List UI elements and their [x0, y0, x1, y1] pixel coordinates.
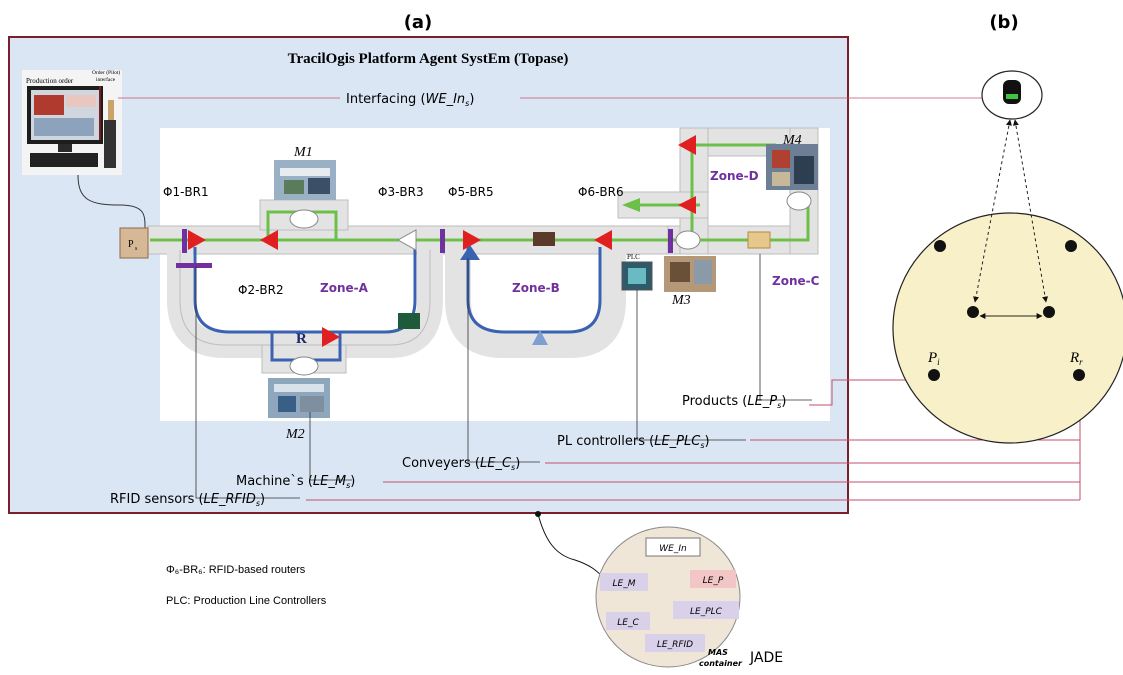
station-ellipse [289, 356, 319, 376]
dashed-link [973, 119, 1012, 303]
node-p-label: Pi [927, 350, 940, 367]
zone-a-label: Zone-A [320, 281, 369, 295]
machine-m2-image [268, 378, 330, 418]
computer-caption-left: Production order [26, 77, 74, 85]
machine-m2-label: M2 [285, 427, 305, 442]
router-arrow [188, 230, 206, 250]
station-ellipse [289, 209, 319, 229]
router-arrow [260, 230, 278, 250]
machine-m4-image [766, 144, 818, 190]
rfid-label: RFID sensors (LE_RFIDs) [110, 492, 265, 508]
computer-cable [77, 174, 146, 229]
agent-space-circle [892, 212, 1123, 444]
exit-arrow [622, 198, 640, 212]
svg-text:LE_C: LE_C [617, 618, 639, 628]
mas-item-lem [600, 573, 648, 591]
product-box [747, 231, 771, 249]
interfacing-label: Interfacing (WE_Ins) [346, 92, 474, 108]
product-box [398, 313, 420, 329]
machines-label: Machine`s (LE_Ms) [236, 474, 355, 490]
svg-text:LE_M: LE_M [613, 579, 636, 589]
mas-cable-dot [535, 511, 541, 517]
svg-text:WE_In: WE_In [659, 544, 687, 554]
mas-item-lep [690, 570, 736, 588]
conveyor-arrow [460, 245, 480, 260]
interface-agent-icon [1003, 80, 1021, 104]
panel-b-label: (b) [989, 12, 1018, 33]
zone-c-label: Zone-C [772, 274, 820, 288]
zone-d-label: Zone-D [710, 169, 759, 183]
purple-sensor [668, 229, 673, 253]
products-label: Products (LE_Ps) [682, 394, 786, 410]
robot-label: R [296, 331, 307, 347]
purple-sensor [176, 263, 212, 268]
router-arrow [463, 230, 481, 250]
router-label-1: Φ1-BR1 [163, 185, 209, 199]
router-arrow [678, 196, 696, 214]
router-label-5: Φ5-BR5 [448, 185, 494, 199]
jade-label: JADE [749, 650, 783, 666]
conveyor-arrow [532, 330, 548, 345]
mas-caption-2: container [699, 659, 743, 668]
product-source-sub: s [135, 246, 138, 252]
machine-m4-label: M4 [782, 133, 802, 148]
machine-m3-image [664, 256, 716, 292]
machine-m1-image [274, 160, 336, 200]
mas-cable [537, 513, 605, 579]
svg-text:LE_RFID: LE_RFID [657, 640, 693, 650]
topase-title: TracilOgis Platform Agent SystEm (Topase… [288, 51, 569, 67]
mas-item-lec [606, 612, 650, 630]
machine-m1-label: M1 [293, 145, 313, 160]
agent-node-icon [928, 240, 1085, 381]
router-arrow [322, 327, 340, 347]
node-r-label: Rr [1069, 350, 1083, 367]
computer-caption-right-2: interface [96, 76, 116, 83]
station-ellipse [675, 230, 701, 250]
panel-a-label: (a) [404, 12, 433, 33]
mas-item-leplc [673, 601, 739, 619]
router-label-2: Φ2-BR2 [238, 283, 284, 297]
mas-container-circle [595, 526, 741, 668]
purple-sensor [440, 229, 445, 253]
svg-text:LE_PLC: LE_PLC [690, 607, 723, 617]
station-ellipse [786, 191, 812, 211]
product-source [119, 227, 149, 259]
purple-sensor [182, 229, 187, 253]
plc-label: PL controllers (LE_PLCs) [557, 434, 710, 450]
dashed-link [1012, 119, 1049, 303]
mas-item-we [645, 537, 701, 557]
router-arrow [396, 229, 417, 251]
mas-caption-1: MAS [708, 648, 728, 657]
conveyers-label: Conveyers (LE_Cs) [402, 456, 520, 472]
router-label-6: Φ6-BR6 [578, 185, 624, 199]
machine-m3-label: M3 [671, 293, 691, 308]
plc-box-label: PLC [627, 253, 640, 261]
computer-terminal [22, 70, 122, 175]
callout-leaders [118, 97, 985, 499]
svg-text:LE_P: LE_P [703, 576, 724, 586]
computer-caption-right-1: Order (Pilot) [92, 69, 120, 76]
router-arrow [678, 135, 696, 155]
plc-box [621, 261, 653, 291]
zone-b-label: Zone-B [512, 281, 560, 295]
router-arrow [594, 230, 612, 250]
router-label-3: Φ3-BR3 [378, 185, 424, 199]
legend-plc: PLC: Production Line Controllers [166, 595, 327, 607]
product-box [533, 232, 555, 246]
mas-item-lerfid [645, 634, 705, 652]
legend-routers: Φ₆-BR₆: RFID-based routers [166, 564, 306, 576]
product-source-label: P [128, 239, 134, 250]
